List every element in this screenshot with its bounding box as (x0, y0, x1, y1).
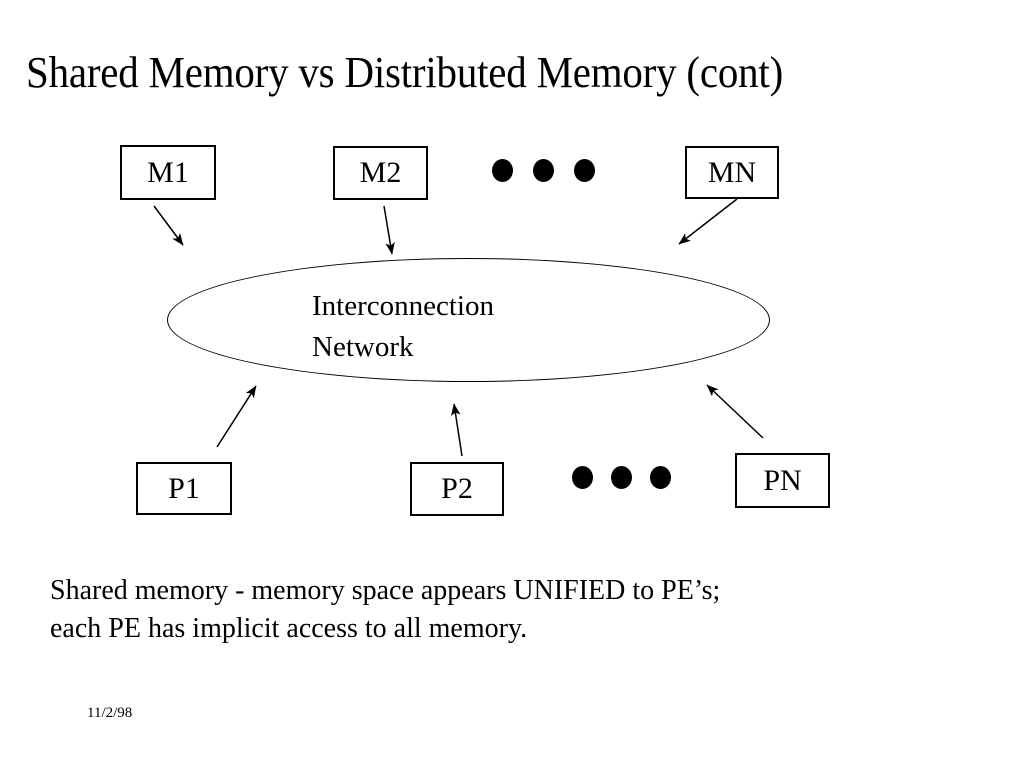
memory-node-m2[interactable]: M2 (333, 146, 428, 200)
memory-node-m1[interactable]: M1 (120, 145, 216, 200)
pe-node-p2[interactable]: P2 (410, 462, 504, 516)
pe-node-p2-label: P2 (441, 472, 473, 505)
interconnection-network-ellipse[interactable] (167, 258, 770, 382)
interconnection-network-label: Interconnection Network (312, 290, 494, 363)
memory-node-mn-label: MN (707, 155, 757, 189)
ellipsis-dot (611, 466, 632, 489)
pe-node-pn-label: PN (763, 463, 802, 497)
connector-p1-to-network (216, 385, 257, 448)
ellipsis-dot (572, 466, 593, 489)
ellipsis-dot (533, 159, 554, 182)
ellipsis-dot (574, 159, 595, 182)
memory-node-m1-label: M1 (147, 155, 189, 189)
connector-m1-to-network (153, 205, 184, 246)
connector-pn-to-network (706, 384, 764, 439)
page-title: Shared Memory vs Distributed Memory (con… (26, 48, 784, 97)
pe-ellipsis-icon (572, 466, 671, 489)
connector-m2-to-network (383, 205, 395, 255)
ellipsis-dot (492, 159, 513, 182)
slide-caption: Shared memory - memory space appears UNI… (50, 575, 721, 644)
memory-node-m2-label: M2 (359, 156, 402, 189)
pe-node-pn[interactable]: PN (735, 453, 830, 508)
memory-node-mn[interactable]: MN (685, 146, 779, 199)
connector-mn-to-network (678, 198, 738, 245)
memory-ellipsis-icon (492, 159, 595, 182)
slide-date: 11/2/98 (87, 705, 133, 721)
pe-node-p1[interactable]: P1 (136, 462, 232, 515)
ellipsis-dot (650, 466, 671, 489)
connector-p2-to-network (450, 403, 463, 457)
pe-node-p1-label: P1 (168, 471, 200, 505)
